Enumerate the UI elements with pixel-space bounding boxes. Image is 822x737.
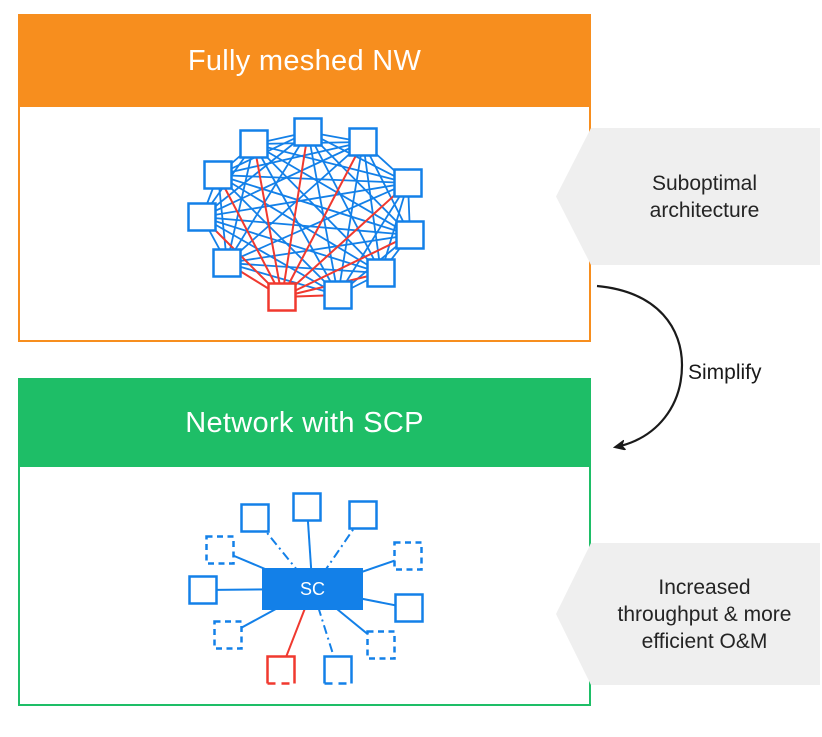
mesh-link xyxy=(226,234,411,264)
network-node xyxy=(348,500,378,530)
fully-meshed-panel-title: Fully meshed NW xyxy=(187,45,422,77)
scp-hub xyxy=(262,568,363,610)
mesh-link xyxy=(217,174,339,296)
network-node xyxy=(394,593,424,623)
mesh-link xyxy=(201,141,364,218)
mesh-link xyxy=(380,182,409,274)
network-node xyxy=(323,280,353,310)
simplify-label: Simplify xyxy=(688,361,762,384)
network-node xyxy=(239,129,269,159)
mesh-link xyxy=(307,131,409,184)
simplify-arrow-group: Simplify xyxy=(596,284,762,460)
network-node xyxy=(203,160,233,190)
network-node xyxy=(395,220,425,250)
fully-meshed-panel-header: Fully meshed NW xyxy=(20,16,589,107)
mesh-link xyxy=(217,174,411,236)
mesh-link xyxy=(307,131,411,236)
mesh-link xyxy=(307,131,339,296)
network-node xyxy=(393,168,423,198)
mesh-link xyxy=(226,131,309,264)
mesh-link xyxy=(217,174,382,274)
network-node xyxy=(240,503,270,533)
mesh-link-red xyxy=(281,131,309,298)
mesh-link-red xyxy=(281,182,409,298)
network-node xyxy=(323,655,353,684)
mesh-link xyxy=(226,143,255,264)
network-node xyxy=(366,258,396,288)
mesh-link-red xyxy=(281,141,364,298)
network-node xyxy=(188,575,218,605)
network-node xyxy=(212,248,242,278)
mesh-link xyxy=(217,141,364,176)
network-node xyxy=(293,117,323,147)
network-node xyxy=(213,620,243,650)
suboptimal-architecture-callout: Suboptimal architecture xyxy=(556,128,820,265)
mesh-link xyxy=(253,143,382,274)
suboptimal-architecture-label: Suboptimal architecture xyxy=(649,171,760,222)
scp-hub-label: SC xyxy=(300,579,325,599)
mesh-link xyxy=(201,131,309,218)
mesh-link xyxy=(307,131,382,274)
network-node-red xyxy=(266,655,296,684)
scp-panel-title: Network with SCP xyxy=(185,407,424,439)
mesh-network-diagram xyxy=(187,117,425,312)
network-node-red xyxy=(267,282,297,312)
fully-meshed-panel: Fully meshed NW xyxy=(18,14,591,342)
network-node xyxy=(187,202,217,232)
simplify-curved-arrow xyxy=(596,284,684,447)
mesh-link xyxy=(226,182,409,264)
mesh-link-red xyxy=(253,143,283,298)
mesh-link-red xyxy=(281,234,411,298)
scp-panel-header: Network with SCP xyxy=(20,380,589,467)
scp-network-diagram: SC xyxy=(188,492,424,685)
mesh-link xyxy=(201,216,411,236)
fully-meshed-panel-body xyxy=(20,107,589,336)
mesh-link-red xyxy=(217,174,283,298)
mesh-link xyxy=(217,174,409,184)
mesh-link xyxy=(253,143,409,184)
mesh-link xyxy=(226,262,339,296)
network-node xyxy=(205,535,235,565)
network-node xyxy=(292,492,322,522)
network-node xyxy=(366,630,396,660)
increased-throughput-callout: Increased throughput & more efficient O&… xyxy=(556,543,820,685)
scp-panel-body: SC xyxy=(20,467,589,700)
increased-throughput-label: Increased throughput & more efficient O&… xyxy=(617,575,792,653)
mesh-link xyxy=(337,182,409,296)
network-node xyxy=(348,127,378,157)
network-node xyxy=(393,541,423,571)
mesh-link xyxy=(337,141,364,296)
mesh-link xyxy=(226,262,382,274)
scp-panel: Network with SCP SC xyxy=(18,378,591,706)
mesh-link xyxy=(362,141,411,236)
